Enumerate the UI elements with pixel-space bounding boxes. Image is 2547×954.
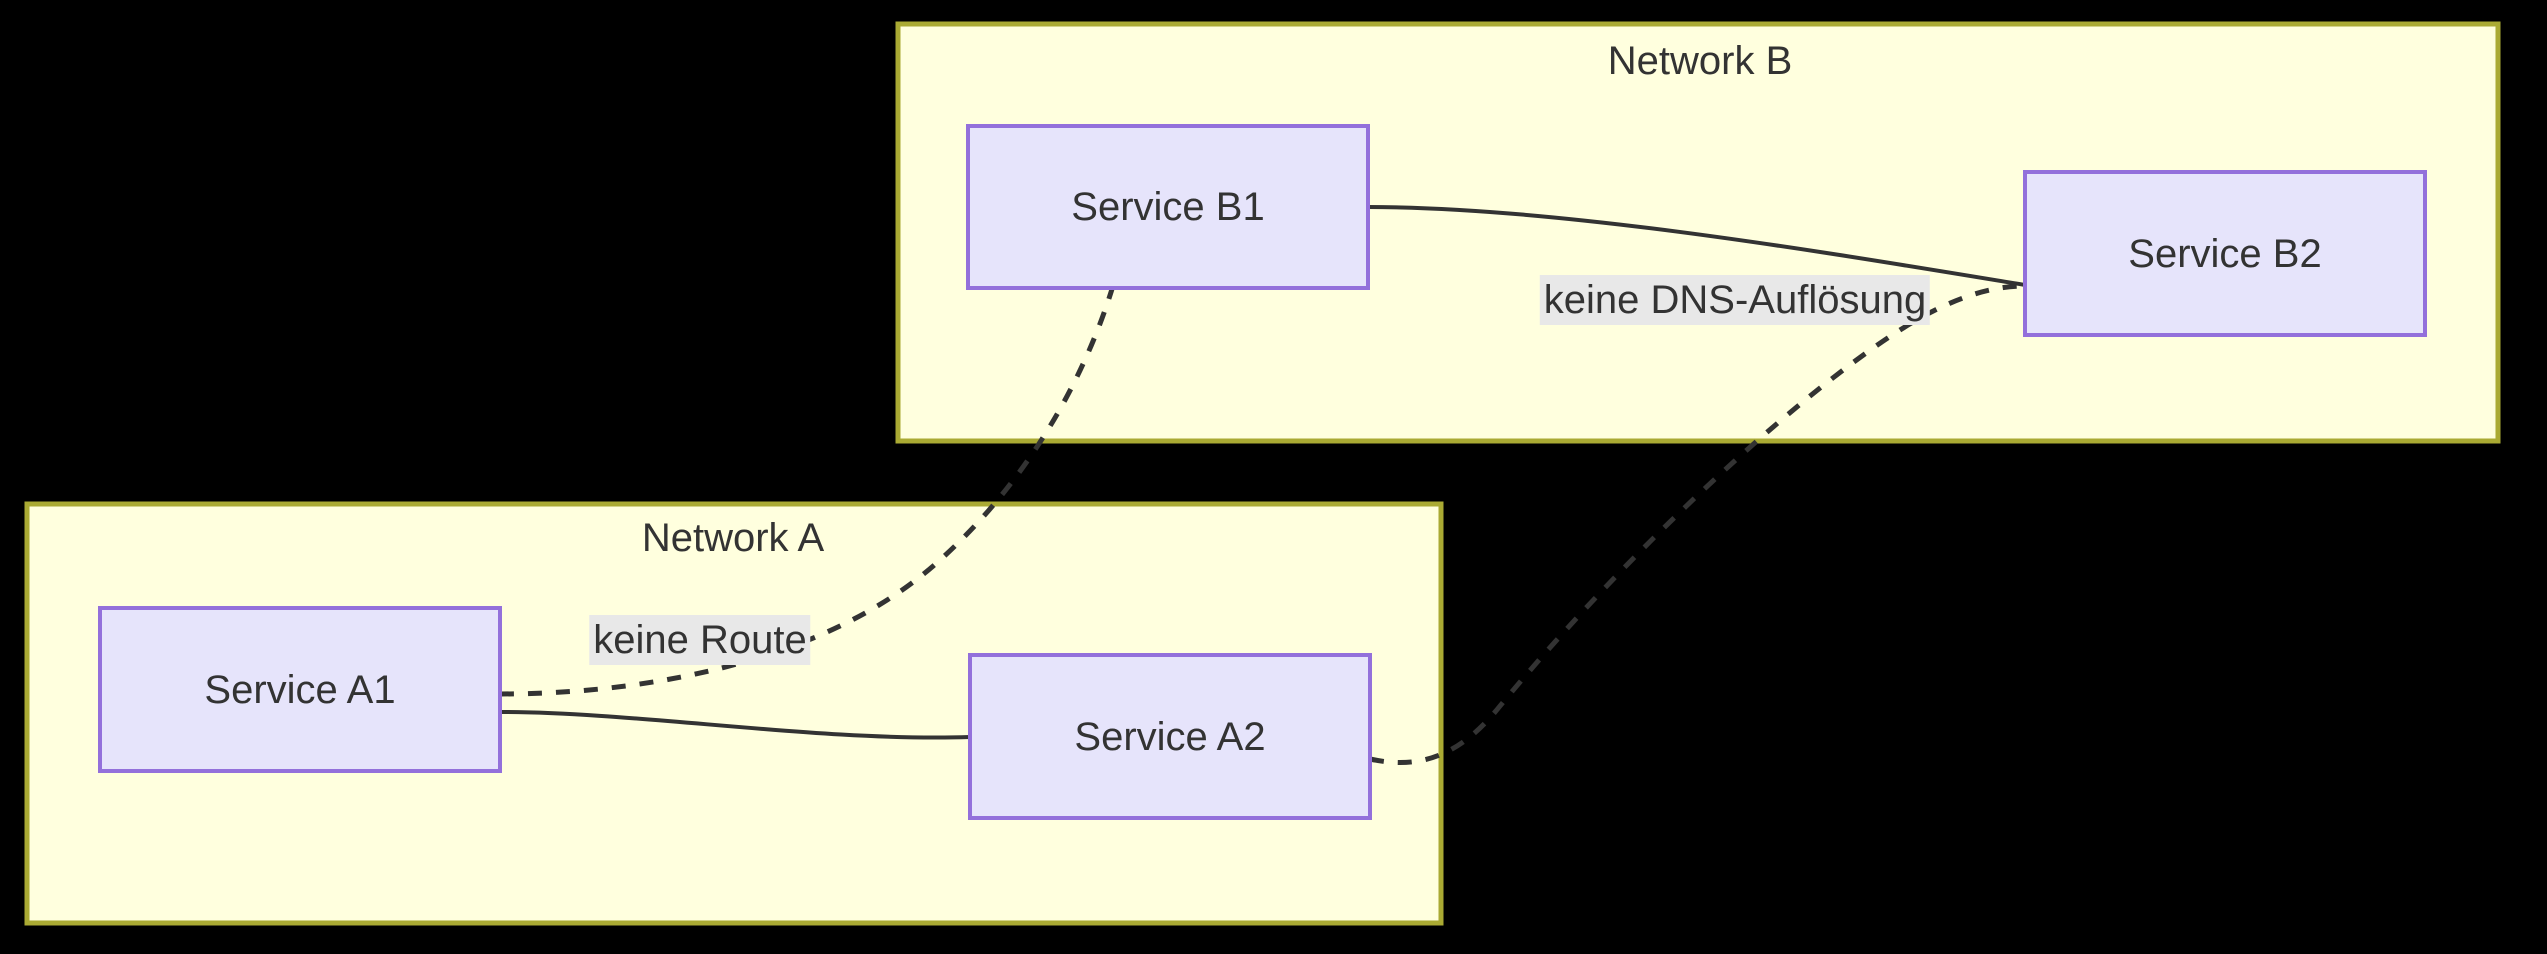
node-label-service-b1: Service B1 — [1071, 185, 1265, 229]
node-label-service-a1: Service A1 — [204, 668, 396, 712]
edge-label-keine-dns-aufloesung: keine DNS-Auflösung — [1539, 275, 1931, 325]
edge-service-a1-service-a2 — [499, 710, 971, 740]
node-service-a2[interactable] — [968, 653, 1372, 820]
node-label-service-b2: Service B2 — [2128, 232, 2322, 276]
edge-service-a2-service-b2 — [1369, 283, 2026, 765]
node-label-service-a2: Service A2 — [1074, 715, 1266, 759]
node-service-b2[interactable] — [2023, 170, 2427, 337]
node-service-b1[interactable] — [966, 124, 1370, 290]
cluster-label-network-a: Network A — [641, 516, 825, 560]
node-service-a1[interactable] — [98, 606, 502, 773]
edge-label-keine-route: keine Route — [589, 615, 811, 665]
edge-service-a1-service-b1 — [499, 288, 1115, 697]
cluster-label-network-b: Network B — [1607, 39, 1793, 83]
edge-service-b1-service-b2 — [1367, 205, 2026, 287]
